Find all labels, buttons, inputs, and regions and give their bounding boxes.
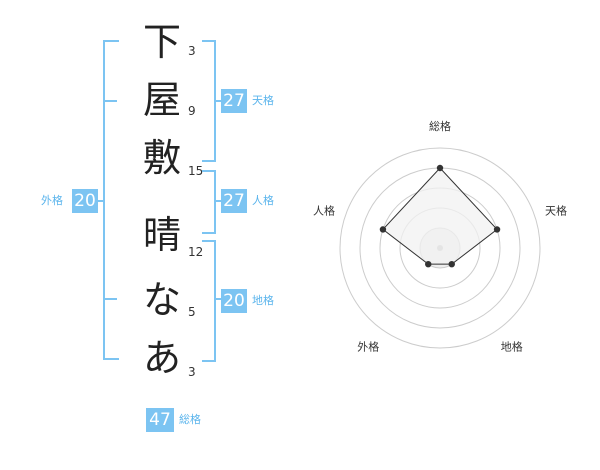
gaikaku-bracket <box>103 40 119 360</box>
gaikaku-bracket-tick <box>105 298 117 300</box>
radar-point-2 <box>493 226 501 233</box>
tenkaku-value-badge: 27 <box>221 89 247 113</box>
jinkaku-bracket <box>202 170 216 234</box>
radar-point-1 <box>436 164 444 172</box>
jinkaku-value-badge: 27 <box>221 189 247 213</box>
name-char-2: 屋 <box>142 78 181 122</box>
name-char-3: 敷 <box>142 136 181 180</box>
chikaku-value-badge: 20 <box>221 289 247 313</box>
name-char-1: 下 <box>142 20 181 64</box>
gaikaku-connector <box>96 200 105 202</box>
stroke-count-3: 15 <box>188 164 204 178</box>
stroke-count-1: 3 <box>188 44 196 58</box>
jinkaku-connector <box>214 200 221 202</box>
radar-point-4 <box>425 260 432 268</box>
chikaku-bracket <box>202 240 216 362</box>
tenkaku-connector <box>214 100 221 102</box>
tenkaku-label: 天格 <box>252 94 274 107</box>
stroke-count-2: 9 <box>188 104 196 118</box>
radar-grid-ring <box>339 147 541 349</box>
name-char-6: あ <box>142 336 181 380</box>
chikaku-label: 地格 <box>252 294 274 307</box>
stroke-count-5: 5 <box>188 305 196 319</box>
soukaku-label: 総格 <box>179 413 201 426</box>
name-char-5: な <box>142 278 181 322</box>
soukaku-value-badge: 47 <box>146 408 174 432</box>
stroke-count-4: 12 <box>188 245 204 259</box>
radar-axis-label: 天格 <box>545 203 567 217</box>
jinkaku-label: 人格 <box>252 194 274 207</box>
radar-axis-label: 外格 <box>357 340 379 354</box>
gaikaku-value-badge: 20 <box>72 189 98 213</box>
radar-axis-label: 地格 <box>501 340 523 354</box>
gaikaku-bracket-tick <box>105 100 117 102</box>
name-char-4: 晴 <box>142 213 181 257</box>
radar-point-5 <box>379 226 387 233</box>
chikaku-connector <box>214 298 221 300</box>
stroke-count-6: 3 <box>188 365 196 379</box>
radar-axis-label: 総格 <box>429 119 451 133</box>
radar-point-3 <box>448 260 455 268</box>
radar-data-polygon <box>382 167 498 265</box>
gaikaku-label: 外格 <box>41 194 63 207</box>
radar-axis-label: 人格 <box>313 203 335 217</box>
